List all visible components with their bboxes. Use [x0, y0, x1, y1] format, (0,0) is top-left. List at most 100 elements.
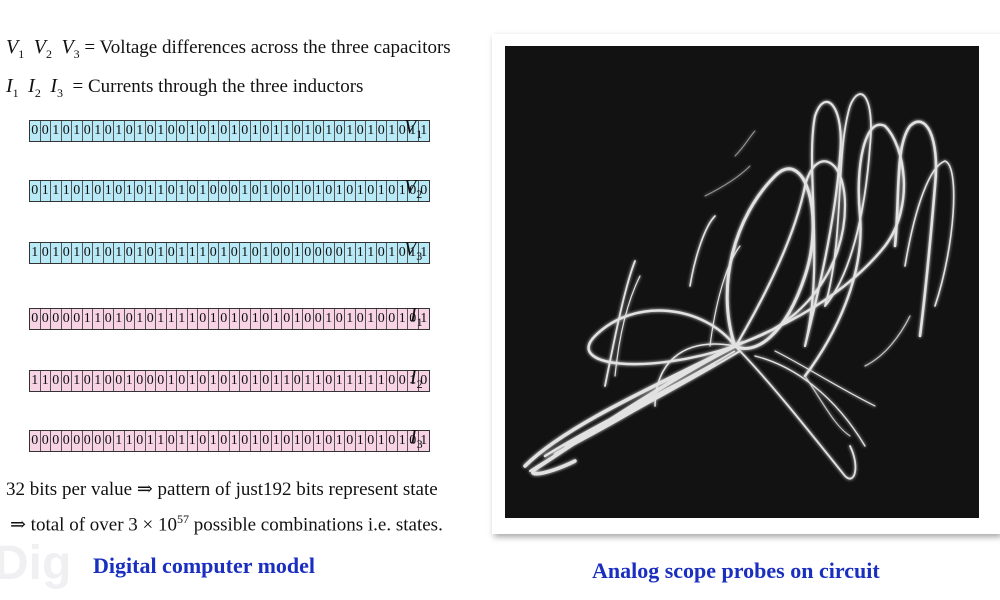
bit-cell: 0 — [303, 431, 314, 451]
bit-cell: 1 — [104, 181, 114, 201]
bit-cell: 0 — [146, 371, 156, 391]
bit-cell: 1 — [293, 431, 303, 451]
bit-cell: 1 — [324, 121, 335, 141]
bit-cell: 0 — [324, 431, 335, 451]
bit-cell: 1 — [261, 243, 272, 263]
bit-cell: 1 — [408, 243, 419, 263]
bit-cell: 1 — [198, 181, 209, 201]
bit-cell: 1 — [230, 371, 240, 391]
bit-cell: 0 — [41, 243, 51, 263]
bit-cell: 1 — [377, 431, 387, 451]
bit-cell: 1 — [366, 371, 377, 391]
bit-cell: 1 — [198, 243, 209, 263]
bit-cell: 0 — [209, 181, 219, 201]
bit-cell: 1 — [72, 121, 83, 141]
bit-cell: 0 — [146, 121, 156, 141]
bit-cell: 1 — [135, 309, 146, 329]
bit-cell: 0 — [30, 181, 41, 201]
current-var-3: I3 — [50, 75, 64, 100]
bit-cell: 0 — [398, 243, 408, 263]
bits-note: 32 bits per value ⇒ pattern of just192 b… — [6, 478, 438, 501]
bit-cell: 0 — [398, 121, 408, 141]
bit-cell: 1 — [177, 243, 188, 263]
bit-cell: 0 — [198, 309, 209, 329]
bit-cell: 0 — [366, 431, 377, 451]
bit-cell: 1 — [30, 243, 41, 263]
bit-cell: 0 — [345, 181, 356, 201]
bit-cell: 0 — [135, 181, 146, 201]
bit-cell: 1 — [420, 433, 428, 448]
bit-cell: 0 — [62, 243, 72, 263]
bit-cell: 0 — [177, 121, 188, 141]
bit-cell: 0 — [377, 243, 387, 263]
bit-cell: 0 — [261, 371, 272, 391]
bit-cell: 1 — [209, 309, 219, 329]
bit-cell: 0 — [293, 371, 303, 391]
bit-cell: 0 — [356, 309, 366, 329]
bit-cell: 0 — [251, 181, 261, 201]
bit-cell: 0 — [198, 121, 209, 141]
voltage-description: = Voltage differences across the three c… — [84, 37, 451, 58]
bit-cell: 0 — [177, 371, 188, 391]
bit-cell: 0 — [167, 121, 177, 141]
bit-cell: 1 — [93, 121, 104, 141]
bit-cell: 0 — [146, 309, 156, 329]
bit-cell: 1 — [135, 243, 146, 263]
bit-cell: 1 — [345, 243, 356, 263]
bit-cell: 0 — [62, 121, 72, 141]
bit-cell: 1 — [167, 371, 177, 391]
bit-cell: 1 — [251, 431, 261, 451]
bits-note-text-b: pattern of just192 bits represent state — [152, 479, 438, 500]
bit-cell: 0 — [261, 309, 272, 329]
bit-cell: 0 — [93, 181, 104, 201]
bit-cell: 1 — [272, 371, 282, 391]
bit-cell: 0 — [125, 121, 135, 141]
bit-cell: 1 — [303, 371, 314, 391]
bit-cell: 1 — [30, 371, 41, 391]
bit-cell: 1 — [398, 309, 408, 329]
bit-cell: 0 — [104, 431, 114, 451]
bit-cell: 1 — [146, 181, 156, 201]
bit-cell: 0 — [93, 431, 104, 451]
bit-cell: 0 — [408, 181, 419, 201]
bit-cell: 0 — [408, 431, 419, 451]
bit-cell: 1 — [51, 181, 62, 201]
bit-cell: 0 — [230, 181, 240, 201]
bit-cell: 0 — [219, 121, 230, 141]
bit-cell: 1 — [272, 309, 282, 329]
bit-cell: 1 — [240, 243, 251, 263]
bit-cell: 0 — [366, 181, 377, 201]
bit-cell: 1 — [177, 431, 188, 451]
bit-cell: 1 — [356, 371, 366, 391]
bit-cell: 0 — [156, 371, 167, 391]
bit-cell: 0 — [72, 431, 83, 451]
bit-cell: 0 — [230, 243, 240, 263]
voltage-legend: V1 V2 V3 = Voltage differences across th… — [6, 36, 451, 62]
states-note: ⇒ total of over 3 × 1057 possible combin… — [10, 512, 443, 536]
bit-cell: 0 — [209, 243, 219, 263]
bit-cell: 0 — [314, 121, 324, 141]
bit-cell: 0 — [398, 371, 408, 391]
bit-cell: 1 — [314, 431, 324, 451]
bit-cell: 1 — [272, 121, 282, 141]
bit-cell: 1 — [335, 431, 345, 451]
bit-cell: 0 — [387, 309, 398, 329]
bit-cell: 1 — [398, 431, 408, 451]
bit-cell: 1 — [167, 309, 177, 329]
bit-cell: 0 — [41, 121, 51, 141]
bit-cell: 0 — [30, 121, 41, 141]
current-var-2: I2 — [28, 75, 41, 100]
exponent: 57 — [177, 512, 189, 526]
bit-cell: 0 — [377, 121, 387, 141]
states-note-text-a: total of over 3 × 10 — [25, 514, 177, 536]
bit-cell: 0 — [219, 309, 230, 329]
bit-cell: 1 — [93, 371, 104, 391]
bit-cell: 0 — [324, 181, 335, 201]
register-label-v2: V2 — [404, 176, 423, 201]
bit-cell: 0 — [240, 431, 251, 451]
